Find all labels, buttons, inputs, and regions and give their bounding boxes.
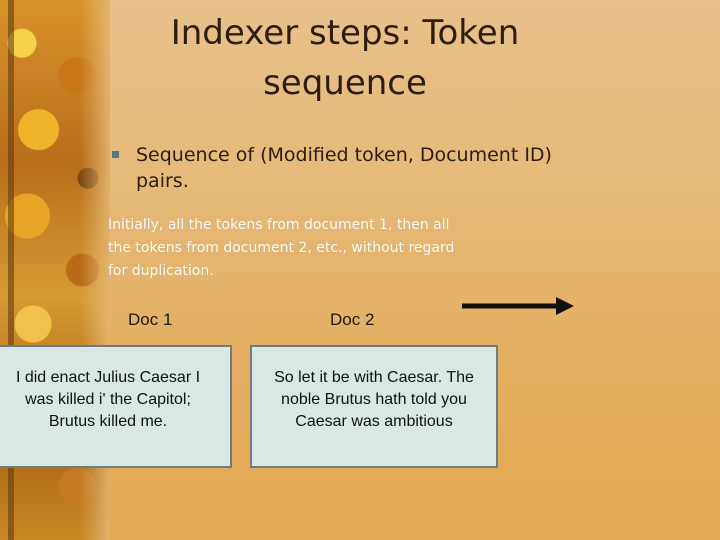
arrow-head bbox=[556, 297, 574, 315]
bullet-item: Sequence of (Modified token, Document ID… bbox=[112, 142, 552, 194]
doc2-label: Doc 2 bbox=[330, 310, 375, 329]
doc1-label: Doc 1 bbox=[128, 310, 173, 329]
bullet-text: Sequence of (Modified token, Document ID… bbox=[136, 144, 552, 192]
square-bullet-icon bbox=[112, 151, 119, 158]
slide-title: Indexer steps: Token sequence bbox=[170, 13, 520, 103]
doc1-textbox: I did enact Julius Caesar I was killed i… bbox=[0, 345, 232, 468]
explanation-text: Initially, all the tokens from document … bbox=[108, 217, 455, 279]
tree-branch bbox=[8, 0, 14, 540]
right-arrow-icon bbox=[462, 297, 574, 315]
doc2-textbox: So let it be with Caesar. The noble Brut… bbox=[250, 345, 498, 468]
